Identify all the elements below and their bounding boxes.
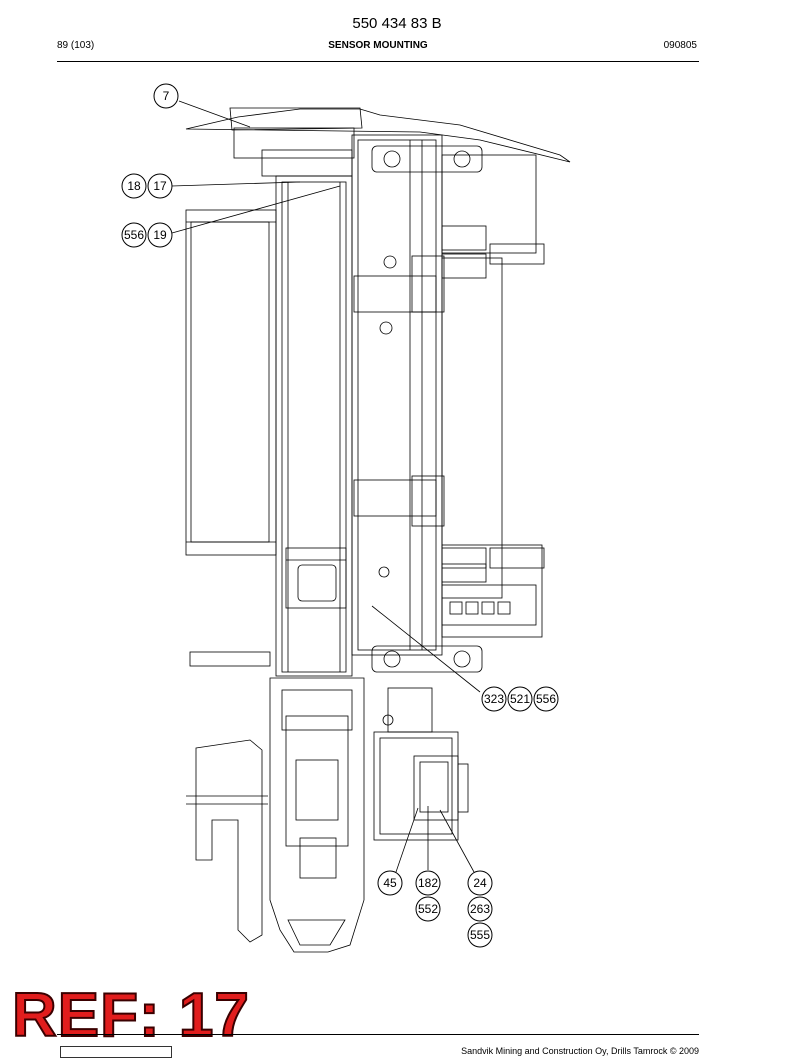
company-logo-icon bbox=[60, 1046, 172, 1058]
svg-text:552: 552 bbox=[418, 902, 438, 916]
page-title: SENSOR MOUNTING bbox=[328, 40, 428, 51]
callout-521: 521 bbox=[507, 686, 533, 712]
callout-323: 323 bbox=[481, 686, 507, 712]
callout-555: 555 bbox=[467, 922, 493, 948]
page-count: 89 (103) bbox=[57, 40, 95, 51]
callout-7: 7 bbox=[153, 83, 179, 109]
svg-text:555: 555 bbox=[470, 928, 490, 942]
reference-stamp: REF: 17 bbox=[11, 981, 250, 1050]
svg-text:323: 323 bbox=[484, 692, 504, 706]
callout-552: 552 bbox=[415, 896, 441, 922]
leader-lines bbox=[171, 100, 481, 873]
document-number: 550 434 83 B bbox=[352, 15, 442, 32]
svg-text:263: 263 bbox=[470, 902, 490, 916]
svg-text:18: 18 bbox=[127, 179, 141, 193]
header-divider bbox=[57, 61, 699, 62]
svg-text:24: 24 bbox=[473, 876, 487, 890]
callout-556-top: 556 bbox=[121, 222, 147, 248]
svg-text:7: 7 bbox=[163, 89, 170, 103]
callout-556-bottom: 556 bbox=[533, 686, 559, 712]
document-date: 090805 bbox=[663, 40, 697, 51]
svg-text:182: 182 bbox=[418, 876, 438, 890]
callout-17: 17 bbox=[147, 173, 173, 199]
svg-text:556: 556 bbox=[536, 692, 556, 706]
svg-text:556: 556 bbox=[124, 228, 144, 242]
footer-divider bbox=[57, 1034, 699, 1035]
svg-text:19: 19 bbox=[153, 228, 167, 242]
callout-263: 263 bbox=[467, 896, 493, 922]
drawing-linework bbox=[185, 107, 571, 953]
svg-text:521: 521 bbox=[510, 692, 530, 706]
callout-45: 45 bbox=[377, 870, 403, 896]
svg-text:17: 17 bbox=[153, 179, 167, 193]
svg-text:45: 45 bbox=[383, 876, 397, 890]
callout-19: 19 bbox=[147, 222, 173, 248]
callout-24: 24 bbox=[467, 870, 493, 896]
footer-copyright: Sandvik Mining and Construction Oy, Dril… bbox=[461, 1046, 699, 1056]
callout-18: 18 bbox=[121, 173, 147, 199]
callout-182: 182 bbox=[415, 870, 441, 896]
